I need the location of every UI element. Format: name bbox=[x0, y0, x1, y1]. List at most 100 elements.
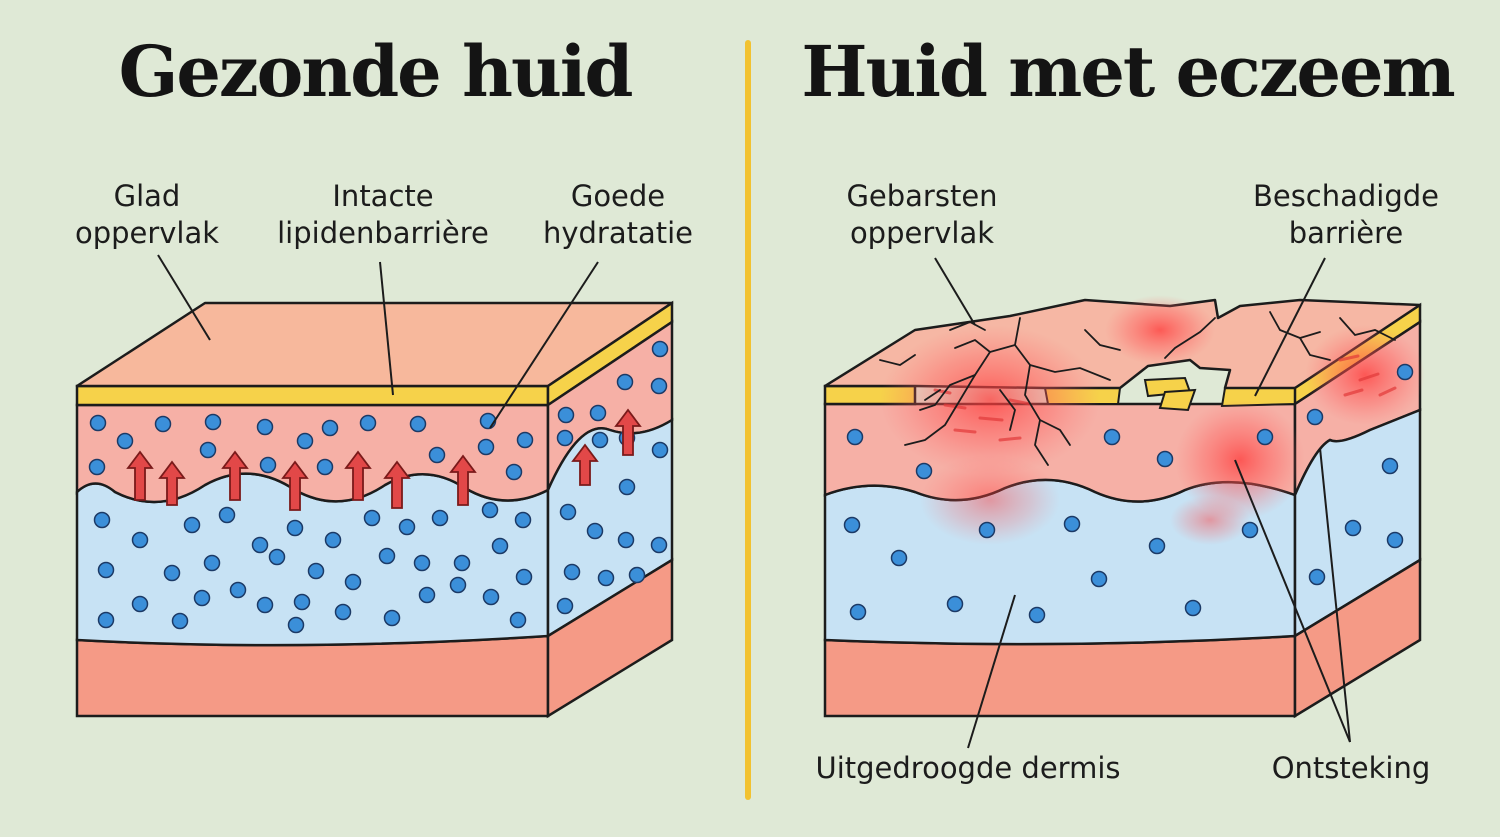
water-dot bbox=[514, 511, 532, 529]
hydration-arrow bbox=[158, 460, 186, 506]
water-dot bbox=[589, 404, 607, 422]
water-dot bbox=[846, 428, 864, 446]
water-dot bbox=[1184, 599, 1202, 617]
water-dot bbox=[359, 414, 377, 432]
water-dot bbox=[618, 478, 636, 496]
water-dot bbox=[1396, 363, 1414, 381]
water-dot bbox=[1386, 531, 1404, 549]
water-dot bbox=[316, 458, 334, 476]
label-dried-dermis: Uitgedroogde dermis bbox=[815, 751, 1121, 785]
water-dot bbox=[516, 431, 534, 449]
water-dot bbox=[256, 418, 274, 436]
water-dot bbox=[1148, 537, 1166, 555]
water-dot bbox=[88, 458, 106, 476]
water-dot bbox=[1381, 457, 1399, 475]
water-dot bbox=[286, 519, 304, 537]
water-dot bbox=[453, 554, 471, 572]
water-dot bbox=[199, 441, 217, 459]
water-dot bbox=[1344, 519, 1362, 537]
water-dot bbox=[287, 616, 305, 634]
hydration-arrows bbox=[126, 408, 642, 511]
water-dot bbox=[259, 456, 277, 474]
eczema-skin-block bbox=[823, 295, 1425, 719]
water-dot bbox=[477, 438, 495, 456]
water-dot bbox=[843, 516, 861, 534]
water-dot bbox=[93, 511, 111, 529]
water-dot bbox=[398, 518, 416, 536]
water-dot bbox=[650, 536, 668, 554]
water-dot bbox=[482, 588, 500, 606]
water-dot bbox=[556, 429, 574, 447]
water-dot bbox=[409, 415, 427, 433]
water-dot bbox=[251, 536, 269, 554]
hydration-arrow bbox=[449, 454, 477, 506]
hydration-arrow bbox=[126, 450, 154, 501]
water-dot bbox=[1090, 570, 1108, 588]
hydration-arrow bbox=[344, 450, 372, 501]
water-dot bbox=[1256, 428, 1274, 446]
water-dot bbox=[557, 406, 575, 424]
water-dot bbox=[97, 611, 115, 629]
water-dot bbox=[428, 446, 446, 464]
water-dot bbox=[479, 412, 497, 430]
water-dot bbox=[293, 593, 311, 611]
hydration-arrow bbox=[571, 443, 599, 486]
healthy-skin-block bbox=[75, 300, 674, 719]
water-dot bbox=[481, 501, 499, 519]
hydration-arrow bbox=[281, 460, 309, 511]
inflammation-zones bbox=[880, 295, 1425, 545]
water-dot bbox=[204, 413, 222, 431]
water-dot bbox=[163, 564, 181, 582]
water-dot bbox=[591, 431, 609, 449]
water-dot bbox=[616, 373, 634, 391]
water-dot bbox=[89, 414, 107, 432]
water-dot bbox=[978, 521, 996, 539]
title-healthy-skin: Gezonde huid bbox=[118, 30, 634, 113]
water-dot bbox=[193, 589, 211, 607]
water-dot bbox=[183, 516, 201, 534]
water-dot bbox=[296, 432, 314, 450]
water-dot bbox=[97, 561, 115, 579]
water-dot bbox=[229, 581, 247, 599]
water-dot bbox=[363, 509, 381, 527]
water-dot bbox=[334, 603, 352, 621]
label-inflammation: Ontsteking bbox=[1271, 751, 1431, 785]
water-dot bbox=[383, 609, 401, 627]
water-dot bbox=[559, 503, 577, 521]
water-dot bbox=[256, 596, 274, 614]
water-dot bbox=[597, 569, 615, 587]
water-dot bbox=[203, 554, 221, 572]
water-dot bbox=[1063, 515, 1081, 533]
water-dot bbox=[131, 595, 149, 613]
water-dot bbox=[890, 549, 908, 567]
water-dot bbox=[586, 522, 604, 540]
water-dot bbox=[1308, 568, 1326, 586]
water-dot bbox=[915, 462, 933, 480]
water-dot bbox=[449, 576, 467, 594]
hydration-arrow bbox=[614, 408, 642, 456]
water-dot bbox=[324, 531, 342, 549]
water-molecule-dots-eczema bbox=[843, 363, 1414, 624]
hydration-arrow bbox=[383, 460, 411, 509]
water-dot bbox=[418, 586, 436, 604]
water-dot bbox=[849, 603, 867, 621]
water-dot bbox=[651, 340, 669, 358]
water-molecule-dots-healthy bbox=[88, 340, 669, 634]
water-dot bbox=[171, 612, 189, 630]
water-dot bbox=[154, 415, 172, 433]
water-dot bbox=[628, 566, 646, 584]
leader-lines bbox=[157, 254, 1351, 749]
water-dot bbox=[321, 419, 339, 437]
water-dot bbox=[651, 441, 669, 459]
center-divider bbox=[745, 40, 751, 800]
water-dot bbox=[1103, 428, 1121, 446]
water-dot bbox=[509, 611, 527, 629]
water-dot bbox=[413, 554, 431, 572]
water-dot bbox=[563, 563, 581, 581]
water-dot bbox=[505, 463, 523, 481]
water-dot bbox=[116, 432, 134, 450]
